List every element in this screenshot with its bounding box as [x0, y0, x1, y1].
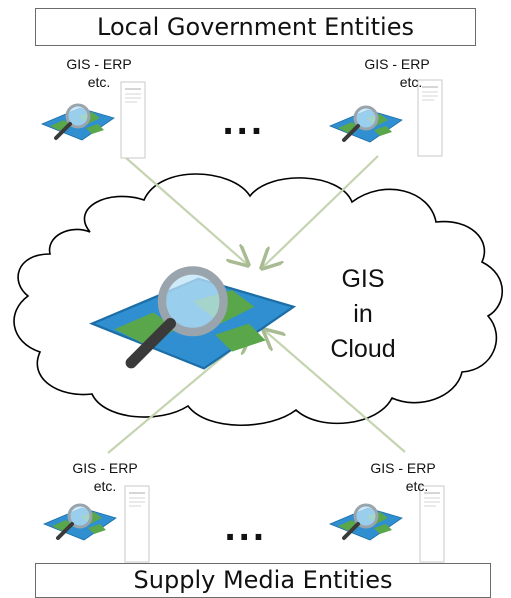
- top-right-node-label: GIS - ERP etc.: [347, 55, 447, 91]
- arrow-top-right: [262, 155, 379, 268]
- top-right-doc-icon: [417, 79, 443, 157]
- top-right-line2: etc.: [399, 74, 423, 90]
- top-left-line2: etc.: [87, 74, 111, 90]
- ellipsis-bottom: ...: [224, 510, 267, 548]
- cloud-label: GIS in Cloud: [318, 262, 408, 367]
- local-government-title: Local Government Entities: [97, 13, 414, 41]
- bottom-right-node-label: GIS - ERP etc.: [353, 459, 453, 495]
- bottom-left-node-label: GIS - ERP etc.: [60, 459, 150, 495]
- bottom-left-line1: GIS - ERP: [72, 460, 138, 476]
- bottom-left-map-icon: [42, 503, 118, 542]
- local-government-box: Local Government Entities: [35, 8, 476, 46]
- cloud-label-line3: Cloud: [330, 335, 396, 363]
- top-right-map-icon: [328, 105, 404, 144]
- bottom-right-line2: etc.: [405, 478, 429, 494]
- cloud-label-line2: in: [353, 300, 373, 328]
- bottom-left-line2: etc.: [93, 478, 117, 494]
- top-left-doc-icon: [120, 81, 146, 159]
- bottom-right-line1: GIS - ERP: [370, 460, 436, 476]
- supply-media-title: Supply Media Entities: [133, 566, 393, 594]
- bottom-right-doc-icon: [419, 485, 445, 563]
- arrow-bottom-right: [264, 330, 406, 453]
- arrow-top-left: [124, 156, 248, 265]
- cloud-label-line1: GIS: [341, 265, 385, 293]
- bottom-right-map-icon: [328, 503, 404, 542]
- bottom-left-doc-icon: [124, 485, 150, 563]
- top-left-node-label: GIS - ERP etc.: [54, 55, 144, 91]
- top-right-line1: GIS - ERP: [364, 56, 430, 72]
- top-left-map-icon: [40, 103, 116, 142]
- ellipsis-top: ...: [222, 104, 265, 142]
- top-left-line1: GIS - ERP: [66, 56, 132, 72]
